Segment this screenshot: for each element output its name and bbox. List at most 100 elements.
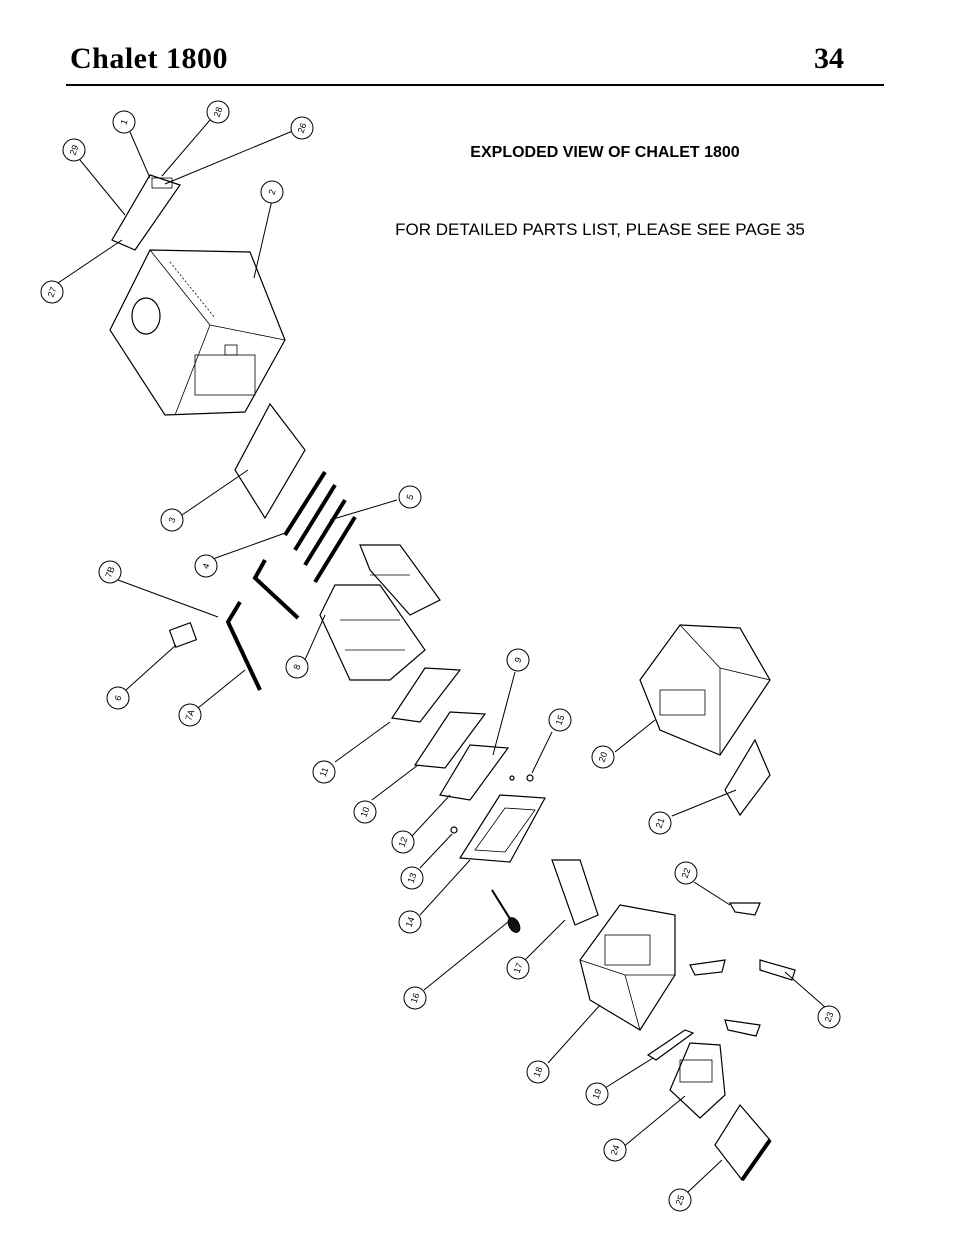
callout-circle xyxy=(506,648,530,672)
diagram-heading: EXPLODED VIEW OF CHALET 1800 xyxy=(470,144,740,161)
callout-circle xyxy=(403,986,427,1010)
callout-25: 25 xyxy=(668,1188,692,1212)
part-pedestal-base xyxy=(579,904,676,1031)
callout-label: 7A xyxy=(183,708,196,722)
part-firebricks xyxy=(319,544,441,681)
part-leg-a xyxy=(689,959,726,976)
page-number: 34 xyxy=(814,42,844,75)
callout-28: 28 xyxy=(206,100,230,124)
callout-label: 5 xyxy=(404,493,415,501)
part-13-small xyxy=(450,826,458,834)
callout-circle xyxy=(585,1082,609,1106)
callout-label: 28 xyxy=(212,106,225,119)
callout-circle xyxy=(506,956,530,980)
part-glass-frame-11 xyxy=(390,667,462,723)
callout-12: 12 xyxy=(391,830,415,854)
callout-label: 9 xyxy=(512,656,523,664)
part-callouts: 12826292273547B867A915111012131416171819… xyxy=(40,100,841,1212)
callout-9: 9 xyxy=(506,648,530,672)
callout-label: 16 xyxy=(409,992,422,1005)
callout-6: 6 xyxy=(106,686,130,710)
document-title: Chalet 1800 xyxy=(70,42,228,75)
callout-23: 23 xyxy=(817,1005,841,1029)
callout-circle xyxy=(98,560,122,584)
callout-label: 4 xyxy=(200,562,211,570)
callout-circle xyxy=(603,1138,627,1162)
part-stove-body xyxy=(109,249,286,416)
callout-circle xyxy=(353,800,377,824)
callout-circle xyxy=(106,686,130,710)
callout-circle xyxy=(160,508,184,532)
callout-2: 2 xyxy=(260,180,284,204)
leader-lines xyxy=(57,119,827,1193)
callout-circle xyxy=(674,861,698,885)
page-header: Chalet 1800 34 xyxy=(66,40,884,86)
callout-8: 8 xyxy=(285,655,309,679)
callout-label: 3 xyxy=(166,516,177,524)
callout-label: 2 xyxy=(266,188,277,196)
part-glass-frame-10 xyxy=(413,711,487,769)
callout-circle xyxy=(398,910,422,934)
callout-label: 10 xyxy=(359,806,372,819)
callout-4: 4 xyxy=(194,554,218,578)
callout-15: 15 xyxy=(548,708,572,732)
part-15-small xyxy=(526,774,534,782)
part-leg-23 xyxy=(759,959,796,981)
callout-5: 5 xyxy=(398,485,422,509)
part-air-slide xyxy=(551,859,599,926)
callout-label: 27 xyxy=(46,286,59,299)
callout-label: 23 xyxy=(823,1011,836,1024)
part-handle xyxy=(491,889,521,933)
part-baffle-plate xyxy=(234,402,306,520)
callout-circle xyxy=(178,703,202,727)
callout-label: 1 xyxy=(118,118,129,126)
callout-circle xyxy=(206,100,230,124)
part-extra-small xyxy=(509,775,515,781)
callout-circle xyxy=(648,811,672,835)
part-cabinet-frame xyxy=(639,624,771,756)
callout-circle xyxy=(817,1005,841,1029)
callout-circle xyxy=(62,138,86,162)
callout-label: 8 xyxy=(291,663,302,671)
callout-circle xyxy=(40,280,64,304)
part-clip xyxy=(168,622,198,648)
callout-29: 29 xyxy=(62,138,86,162)
callout-19: 19 xyxy=(585,1082,609,1106)
callout-10: 10 xyxy=(353,800,377,824)
part-door xyxy=(458,794,546,863)
callout-label: 21 xyxy=(654,817,667,830)
callout-20: 20 xyxy=(591,745,615,769)
callout-label: 14 xyxy=(404,916,417,929)
callout-21: 21 xyxy=(648,811,672,835)
part-door-gaskets xyxy=(225,559,300,691)
callout-circle xyxy=(290,116,314,140)
callout-label: 26 xyxy=(296,122,309,135)
callout-circle xyxy=(112,110,136,134)
callout-circle xyxy=(285,655,309,679)
callout-circle xyxy=(398,485,422,509)
callout-circle xyxy=(548,708,572,732)
callout-7a: 7A xyxy=(178,703,202,727)
callout-circle xyxy=(194,554,218,578)
callout-24: 24 xyxy=(603,1138,627,1162)
callout-label: 19 xyxy=(591,1088,604,1101)
part-ash-tray xyxy=(724,738,771,817)
callout-22: 22 xyxy=(674,861,698,885)
callout-11: 11 xyxy=(312,760,336,784)
callout-label: 24 xyxy=(609,1144,622,1157)
part-air-tubes xyxy=(283,470,357,584)
callout-label: 15 xyxy=(554,714,567,727)
callout-16: 16 xyxy=(403,986,427,1010)
part-ash-drawer xyxy=(669,1042,726,1119)
part-leg-22 xyxy=(728,902,761,916)
callout-label: 7B xyxy=(103,565,116,579)
callout-label: 29 xyxy=(68,144,81,157)
callout-14: 14 xyxy=(398,910,422,934)
callout-circle xyxy=(668,1188,692,1212)
callout-circle xyxy=(526,1060,550,1084)
callout-18: 18 xyxy=(526,1060,550,1084)
callout-label: 13 xyxy=(406,872,419,885)
callout-1: 1 xyxy=(112,110,136,134)
callout-circle xyxy=(391,830,415,854)
